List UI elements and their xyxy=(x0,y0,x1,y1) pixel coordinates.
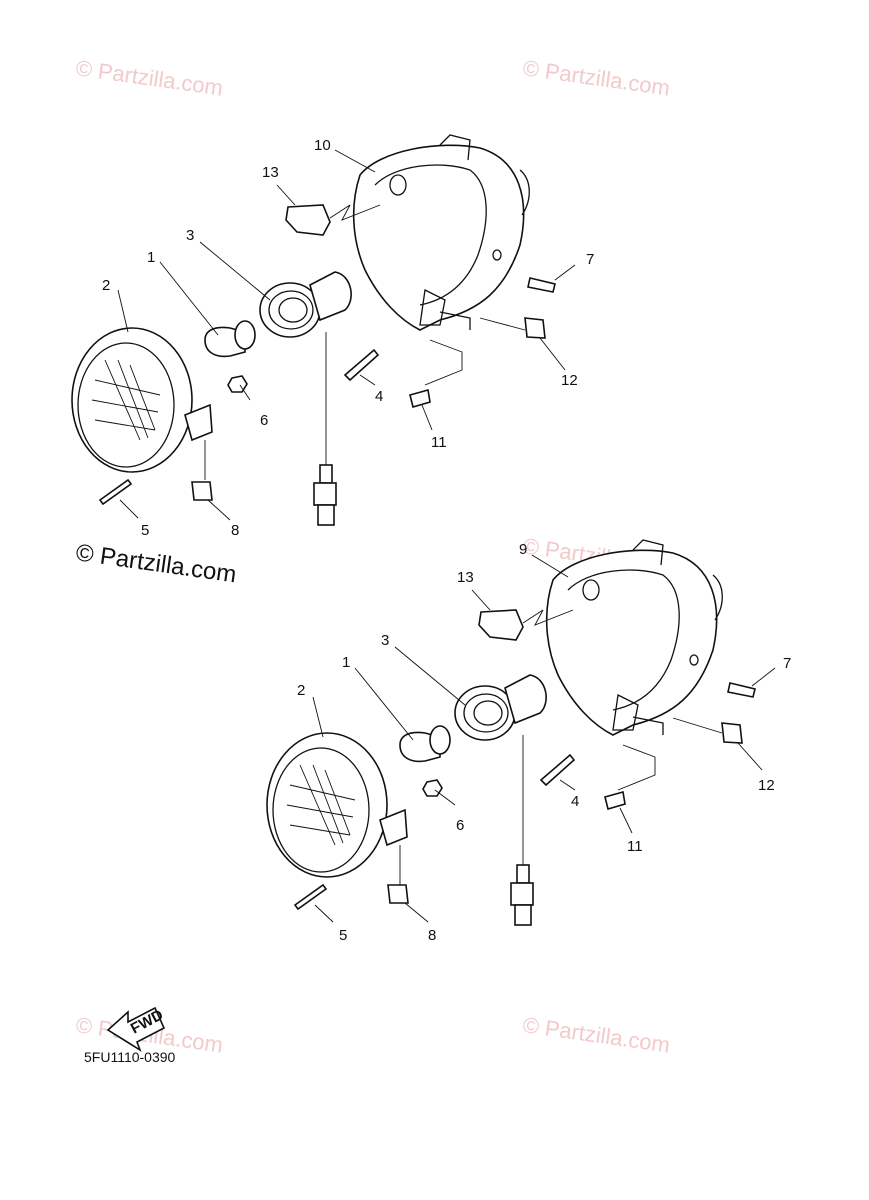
screw-part-4-bottom xyxy=(539,753,576,787)
screw-part-5 xyxy=(98,478,133,506)
label-top-8: 8 xyxy=(231,522,239,539)
clip-part-12 xyxy=(524,317,546,339)
leader-lines-top xyxy=(117,149,576,521)
nut-part-6 xyxy=(227,375,248,393)
label-top-10: 10 xyxy=(314,137,331,154)
bottom-assembly: 9 13 3 1 2 7 12 4 6 11 5 8 xyxy=(266,539,791,944)
clip-part-13 xyxy=(285,204,331,236)
label-bottom-11: 11 xyxy=(627,838,643,855)
label-top-13: 13 xyxy=(262,164,279,181)
label-top-7: 7 xyxy=(586,251,594,268)
label-bottom-9: 9 xyxy=(519,541,527,558)
label-top-6: 6 xyxy=(260,412,268,429)
connector-bottom xyxy=(510,864,534,926)
label-top-2: 2 xyxy=(102,277,110,294)
connector-top xyxy=(313,464,337,526)
top-assembly: 10 13 3 1 2 7 12 4 6 11 5 8 xyxy=(71,134,594,539)
socket-part-3 xyxy=(259,271,352,465)
label-top-3: 3 xyxy=(186,227,194,244)
label-bottom-12: 12 xyxy=(758,777,775,794)
watermark-top-left: © Partzilla.com xyxy=(74,55,224,100)
housing-part-10 xyxy=(352,134,530,331)
label-bottom-13: 13 xyxy=(457,569,474,586)
bulb-part-1-bottom xyxy=(399,725,451,763)
label-bottom-1: 1 xyxy=(342,654,350,671)
socket-part-3-bottom xyxy=(454,674,547,865)
clip-part-12-bottom xyxy=(721,722,743,744)
lens-part-2 xyxy=(71,327,213,480)
label-top-4: 4 xyxy=(375,388,383,405)
nut-clip-part-8-bottom xyxy=(387,884,409,904)
label-bottom-6: 6 xyxy=(456,817,464,834)
watermark-top-right: © Partzilla.com xyxy=(521,55,671,100)
label-top-1: 1 xyxy=(147,249,155,266)
bulb-part-1 xyxy=(204,320,256,358)
label-bottom-3: 3 xyxy=(381,632,389,649)
nut-clip-part-8 xyxy=(191,481,213,501)
screw-part-7-bottom xyxy=(727,682,756,698)
screw-part-11 xyxy=(409,388,431,409)
screw-part-4 xyxy=(343,348,380,382)
label-bottom-7: 7 xyxy=(783,655,791,672)
lens-part-2-bottom xyxy=(266,732,408,885)
watermark-prominent: © Partzilla.com xyxy=(74,539,238,588)
label-bottom-2: 2 xyxy=(297,682,305,699)
label-bottom-5: 5 xyxy=(339,927,347,944)
screw-part-11-bottom xyxy=(604,790,626,811)
label-top-5: 5 xyxy=(141,522,149,539)
label-bottom-8: 8 xyxy=(428,927,436,944)
label-top-11: 11 xyxy=(431,434,447,451)
clip-part-13-bottom xyxy=(478,609,524,641)
leader-lines-bottom xyxy=(312,554,776,923)
watermark-bottom-right: © Partzilla.com xyxy=(521,1012,671,1057)
label-bottom-4: 4 xyxy=(571,793,579,810)
housing-part-9 xyxy=(545,539,723,736)
screw-part-5-bottom xyxy=(293,883,328,911)
screw-part-7 xyxy=(527,277,556,293)
label-top-12: 12 xyxy=(561,372,578,389)
diagram-code: 5FU1110-0390 xyxy=(84,1049,176,1065)
